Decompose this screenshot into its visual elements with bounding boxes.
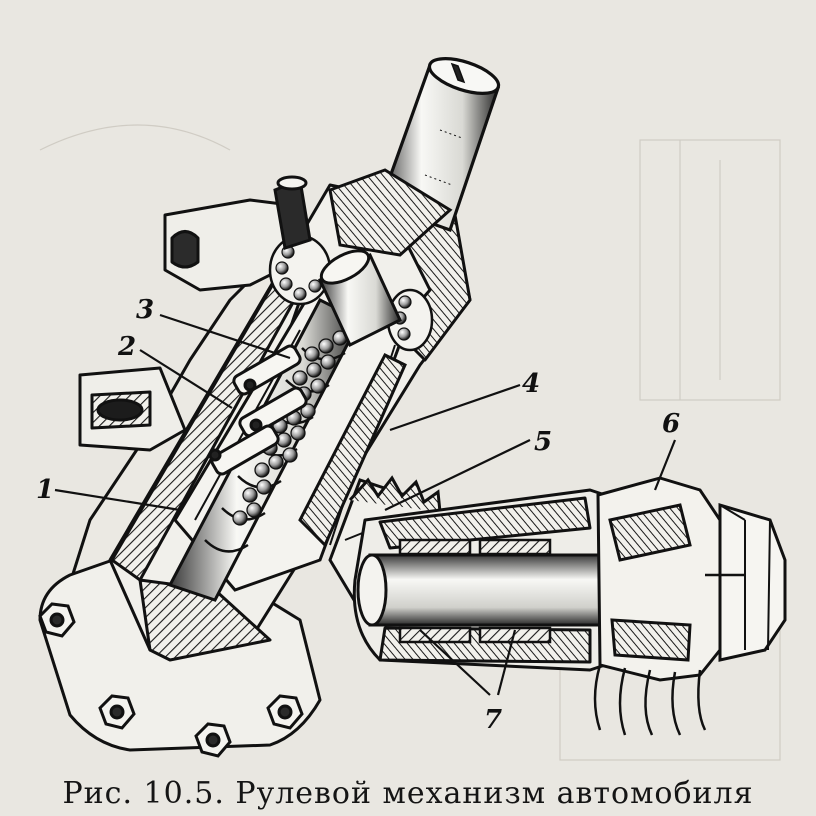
cover-bolts (38, 602, 304, 758)
figure-caption: Рис. 10.5. Рулевой механизм автомобиля (62, 776, 754, 811)
bolt-head-4 (266, 694, 304, 730)
leader-line-5 (384, 439, 531, 511)
bolt-head-2 (98, 694, 136, 730)
ball-guide-tubes (208, 344, 308, 476)
leader-line-3 (159, 313, 291, 360)
callout-6: 6 (662, 409, 680, 439)
leader-line-2 (139, 349, 233, 409)
needle-bearings (398, 538, 552, 644)
leader-lines (54, 313, 677, 696)
callout-labels: 1 2 3 4 5 6 7 (36, 295, 680, 735)
callout-5: 5 (534, 427, 552, 457)
leader-line-6 (653, 439, 677, 491)
leader-line-4 (389, 383, 521, 432)
leader-line-7b (496, 629, 517, 696)
callout-1: 1 (36, 475, 54, 505)
callout-7: 7 (484, 705, 502, 735)
end-nut (596, 476, 787, 682)
upper-bearing (268, 234, 434, 352)
leader-line-1 (54, 488, 181, 512)
bolt-head-1 (38, 602, 76, 638)
upper-cap (273, 168, 453, 257)
callout-3: 3 (136, 295, 154, 325)
worm-hub (318, 249, 402, 348)
leader-line-7a (419, 629, 491, 696)
bolt-head-3 (194, 722, 232, 758)
callout-2: 2 (117, 332, 136, 362)
shaft-bellows (593, 664, 707, 736)
callout-4: 4 (522, 369, 540, 399)
